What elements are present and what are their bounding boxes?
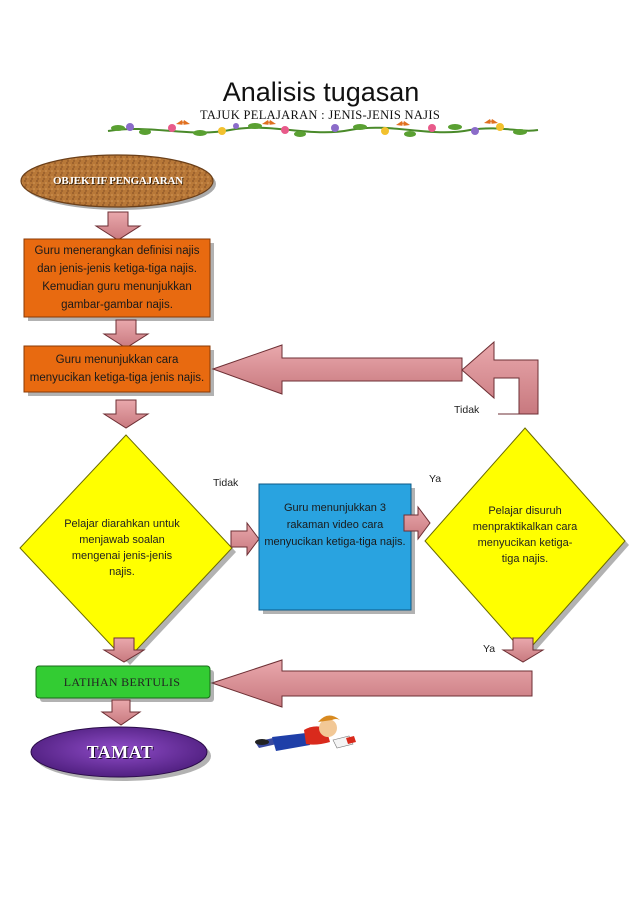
down-arrow-2 [102,319,150,349]
label-ya-mid: Ya [429,473,442,485]
objective-oval [20,154,216,210]
floral-border-decoration [107,119,539,137]
tamat-label: TAMAT [86,742,154,762]
tamat-oval [30,726,208,778]
down-arrow-4 [102,637,146,663]
label-ya-bottom: Ya [483,643,496,655]
arrow-to-video [230,521,260,557]
objective-label: OBJEKTIF PENGAJARAN [53,175,183,187]
down-arrow-3 [102,399,150,429]
bottom-return-arrow [210,659,533,708]
decision1-text: Pelajar diarahkan untuk menjawab soalan … [64,518,180,578]
down-arrow-6 [100,699,142,726]
down-arrow-1 [94,211,142,241]
step1-box [23,238,211,318]
arrow-to-decision2 [403,505,431,541]
label-tidak-top: Tidak [454,404,480,416]
reading-child-clipart [255,715,356,751]
page-title: Analisis tugasan [222,77,420,107]
label-tidak-mid: Tidak [213,477,239,489]
latihan-label: LATIHAN BERTULIS [63,675,181,689]
video-box [258,483,412,611]
page-subtitle: TAJUK PELAJARAN : JENIS-JENIS NAJIS [200,108,441,122]
video-text: Guru menunjukkan 3 rakaman video cara me… [264,502,406,548]
step1-text: Guru menerangkan definisi najis dan jeni… [34,245,200,311]
feedback-arrow-left [211,344,463,395]
return-arrow-up [461,340,539,415]
step2-text: Guru menunjukkan cara menyucikan ketiga-… [29,354,205,384]
step2-box [23,345,211,393]
decision2-text: Pelajar disuruh menpraktikalkan cara men… [472,505,578,565]
latihan-box [35,665,211,699]
down-arrow-5 [501,637,545,663]
